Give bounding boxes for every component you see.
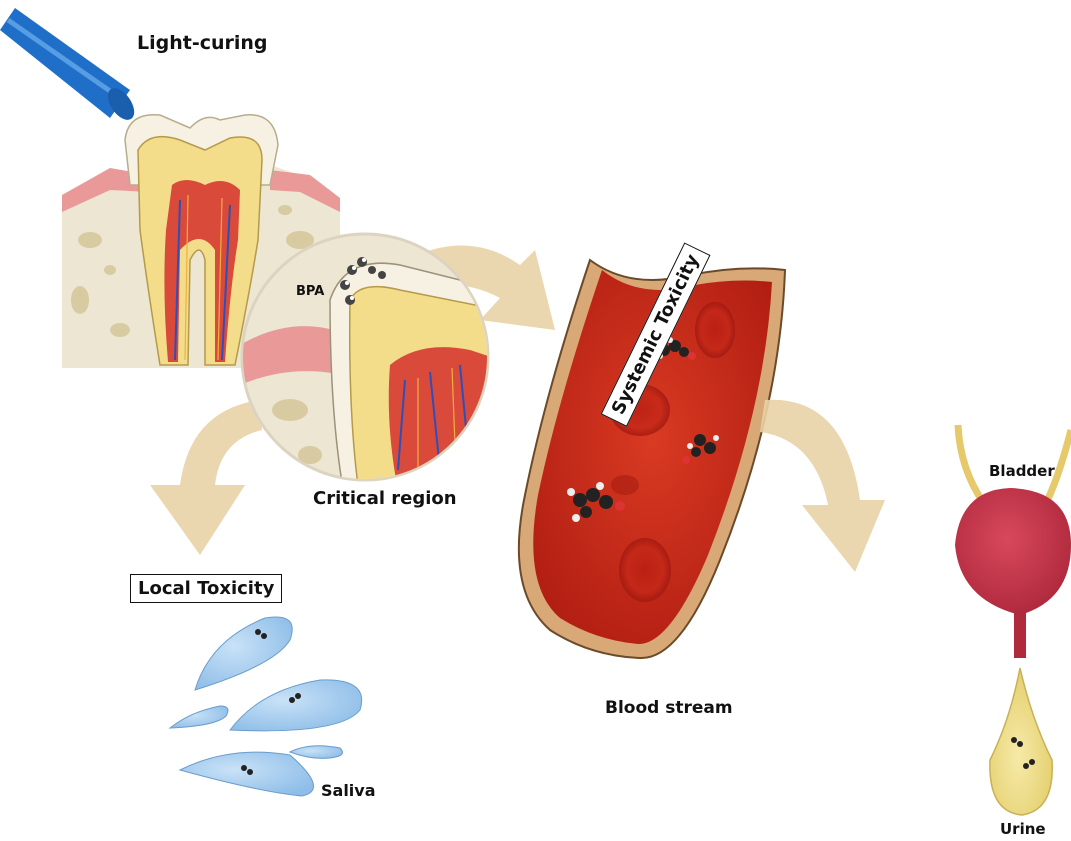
light-curing-rod-icon: [0, 8, 140, 124]
saliva-label: Saliva: [321, 781, 376, 800]
blood-stream-label: Blood stream: [605, 698, 733, 718]
arrow-to-local-toxicity: [150, 400, 262, 555]
arrow-to-bladder: [760, 400, 885, 572]
urine-label: Urine: [1000, 820, 1046, 838]
bladder-label: Bladder: [989, 462, 1055, 480]
bladder-icon: [955, 425, 1071, 658]
urine-drop-icon: [990, 668, 1052, 815]
saliva-drops-icon: [170, 617, 362, 796]
local-toxicity-box: Local Toxicity: [130, 574, 282, 603]
light-curing-label: Light-curing: [137, 32, 268, 54]
critical-region-label: Critical region: [313, 488, 457, 509]
bpa-label: BPA: [296, 284, 324, 299]
